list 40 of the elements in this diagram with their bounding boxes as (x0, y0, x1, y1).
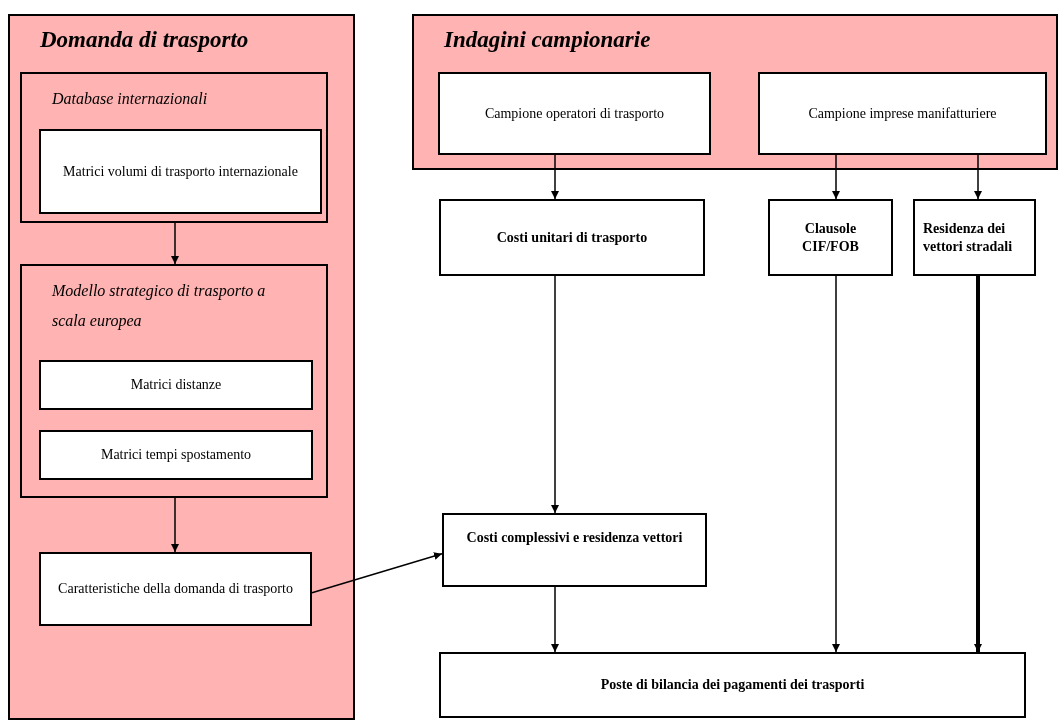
process-box (442, 513, 707, 587)
box-label: Campione operatori di trasporto (484, 104, 665, 123)
panel-heading: Database internazionali (52, 89, 208, 109)
box-label: Costi complessivi e residenza vettori (466, 529, 683, 547)
process-box (913, 199, 1036, 276)
box-label: Campione imprese manifatturiere (808, 104, 997, 123)
arrow (171, 497, 179, 553)
process-box (39, 360, 313, 410)
panel-heading: Modello strategico di trasporto a scala europea (52, 281, 267, 332)
arrow (551, 275, 559, 514)
arrow (832, 154, 840, 200)
box-label: Costi unitari di trasporto (496, 228, 648, 247)
box-label: Caratteristiche della domanda di trasporto (58, 580, 293, 598)
arrow (974, 154, 982, 200)
arrow (974, 276, 982, 652)
box-label: Matrici volumi di trasporto internazionale (63, 162, 298, 181)
arrow (171, 222, 179, 265)
panel-heading: Domanda di trasporto (40, 26, 249, 54)
arrow (551, 586, 559, 653)
group-panel (8, 14, 355, 720)
panel-heading: Indagini campionarie (444, 26, 651, 54)
section-box (20, 264, 328, 498)
process-box (39, 430, 313, 480)
group-panel (412, 14, 1058, 170)
process-box (438, 72, 711, 155)
process-box (39, 129, 322, 214)
process-box (39, 552, 312, 626)
box-label: Matrici distanze (130, 376, 222, 394)
process-box (439, 652, 1026, 718)
process-box (758, 72, 1047, 155)
arrow (551, 154, 559, 200)
section-box (20, 72, 328, 223)
box-label: Clausole CIF/FOB (801, 220, 860, 255)
box-label: Residenza dei vettori stradali (923, 220, 1014, 255)
box-label: Matrici tempi spostamento (100, 446, 252, 464)
arrow (311, 552, 443, 594)
box-label: Poste di bilancia dei pagamenti dei trasporti (600, 676, 865, 694)
process-box (768, 199, 893, 276)
process-box (439, 199, 705, 276)
arrow (832, 275, 840, 653)
